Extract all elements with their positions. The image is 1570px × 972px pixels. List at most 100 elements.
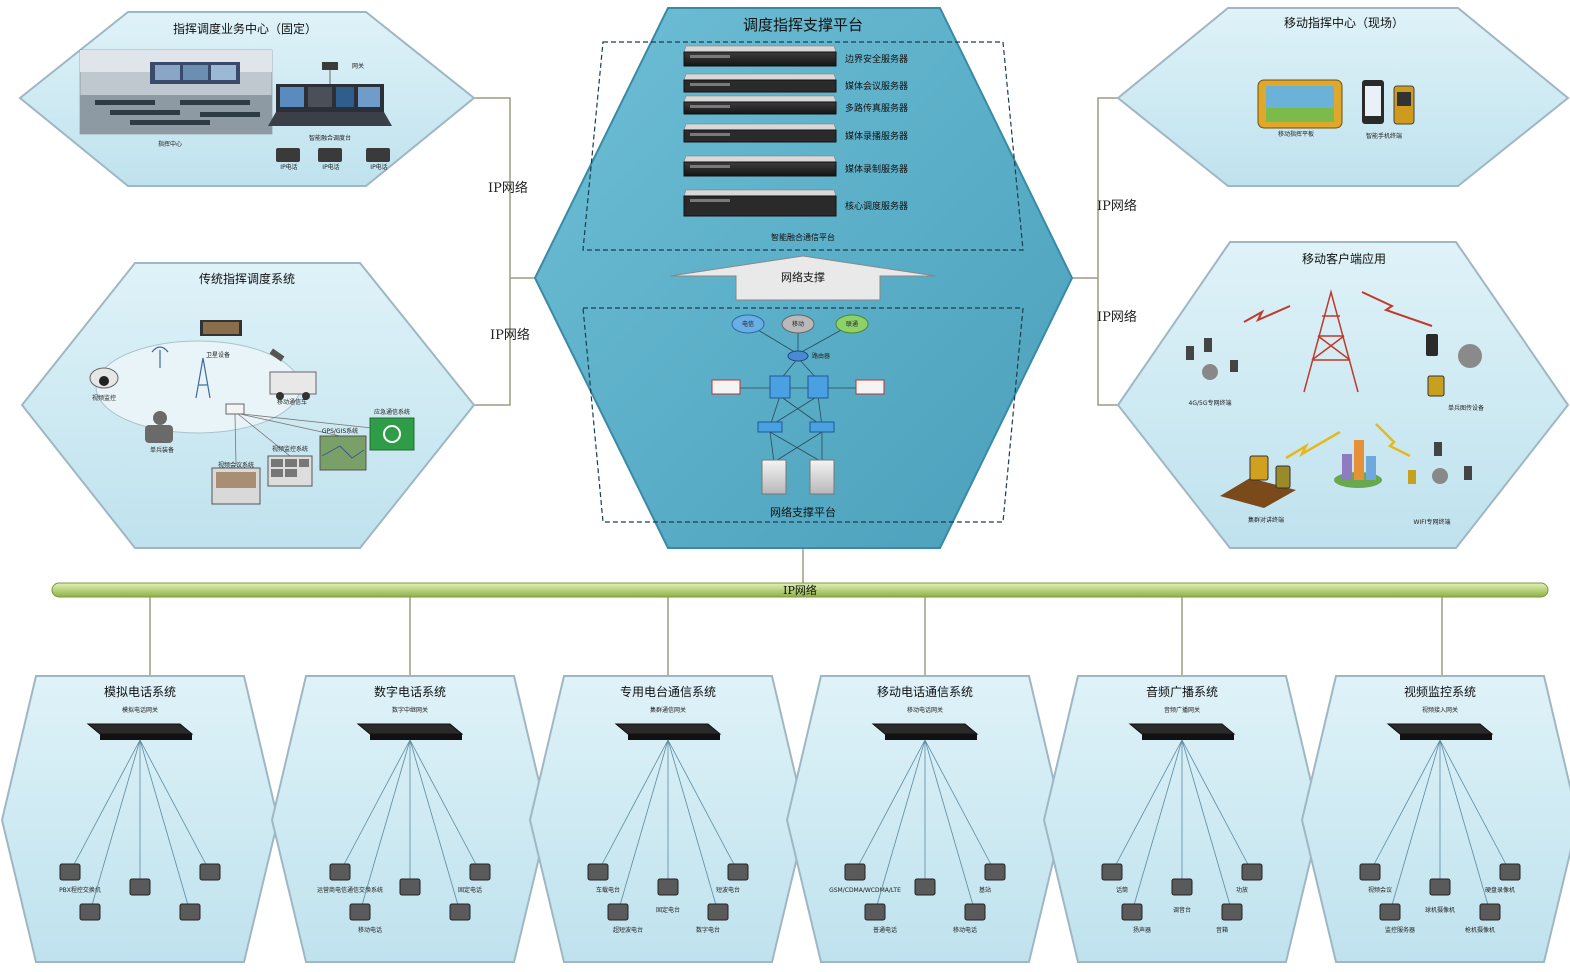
wifi-terminal-icon — [1408, 442, 1472, 484]
network-platform-label: 网络支撑平台 — [770, 505, 836, 519]
truck-icon — [269, 371, 317, 400]
mobile-client-label-2: 集群对讲终端 — [1248, 516, 1284, 524]
server-label-1: 媒体会议服务器 — [845, 80, 908, 92]
soldier-icon — [145, 411, 173, 443]
trad-label-7: 应急通信系统 — [374, 408, 410, 416]
device-fanout — [1369, 739, 1511, 913]
bottom-5-label-2: 硬盘录像机 — [1485, 886, 1515, 894]
fixed-center-title: 指挥调度业务中心（固定） — [173, 21, 317, 36]
server-label-4: 媒体录制服务器 — [845, 163, 908, 175]
bottom-4-label-2: 功放 — [1236, 886, 1248, 894]
ip-network-label-tl1: IP网络 — [488, 180, 528, 196]
server-unit-4 — [683, 155, 837, 177]
bottom-1-label-2: 固定电话 — [458, 886, 482, 894]
radio-tower-icon — [1303, 289, 1359, 393]
gateway-device-icon — [86, 723, 194, 740]
ip-phone-icon — [276, 148, 390, 162]
video-wall-icon — [267, 455, 313, 487]
city-buildings-icon — [1334, 440, 1382, 488]
fixed-label-2: 网关 — [352, 62, 364, 70]
hex-fixed-center: 指挥调度业务中心（固定） 指挥中心 — [18, 11, 476, 187]
bottom-4-label-4: 音箱 — [1216, 926, 1228, 934]
trad-label-5: GPS/GIS系统 — [322, 427, 358, 435]
hex-bottom-5: 视频监控系统视频接入网关视频会议硬盘录像机监控服务器枪机摄像机球机摄像机 — [1300, 597, 1570, 963]
bottom-2-label-1: 车载电台 — [596, 886, 620, 894]
server-unit-3 — [683, 123, 837, 143]
bottom-title-4: 音频广播系统 — [1146, 684, 1218, 699]
trad-label-3: 移动通信车 — [277, 398, 307, 406]
server-label-3: 媒体录播服务器 — [845, 130, 908, 142]
tablet-icon — [1257, 79, 1343, 129]
fixed-label-3: IP电话 — [280, 163, 297, 171]
bottom-5-label-0: 视频接入网关 — [1422, 706, 1458, 714]
terminal-device-icon — [1101, 863, 1263, 921]
support-arrow-label: 网络支撑 — [781, 270, 825, 284]
gateway-icon — [322, 62, 338, 84]
walkie-talkie-group-icon — [1220, 455, 1296, 508]
hex-center-platform: 调度指挥支撑平台 边界安全服务器媒体会议服务器多路传真服务器媒体录播服务器媒体录… — [533, 7, 1074, 549]
terminal-group-icon — [1186, 338, 1238, 380]
mobile-client-label-1: 单兵图传设备 — [1448, 404, 1484, 412]
device-fanout — [69, 739, 211, 913]
terminal-device-icon — [329, 863, 491, 921]
gis-map-icon — [319, 435, 367, 471]
bottom-2-label-5: 固定电台 — [656, 906, 680, 914]
bottom-2-label-4: 数字电台 — [696, 926, 720, 934]
device-fanout — [339, 739, 481, 913]
signal-bolt-yellow-icon — [1285, 423, 1411, 460]
hex-bottom-4: 音频广播系统音频广播网关话筒功放扬声器音箱调音台 — [1042, 597, 1322, 963]
traditional-title: 传统指挥调度系统 — [199, 271, 295, 286]
emergency-system-icon — [369, 417, 415, 451]
server-unit-5 — [683, 189, 837, 217]
hex-traditional: 传统指挥调度系统 视频监控 卫星设备 单兵装备 — [20, 262, 476, 549]
bottom-5-label-3: 监控服务器 — [1385, 926, 1415, 934]
ip-network-label-tr2: IP网络 — [1097, 309, 1137, 325]
bottom-3-label-0: 移动电话网关 — [907, 706, 943, 714]
gateway-device-icon — [1128, 723, 1236, 740]
hex-bottom-2: 专用电台通信系统集群通信网关车载电台短波电台超短波电台数字电台固定电台 — [528, 597, 808, 963]
bottom-1-label-1: 运营商电信通信交换系统 — [317, 886, 383, 894]
ip-network-label-tl2: IP网络 — [490, 327, 530, 343]
bottom-5-label-5: 球机摄像机 — [1425, 906, 1455, 914]
gateway-device-icon — [1386, 723, 1494, 740]
signal-bolt-icon — [1243, 291, 1433, 327]
device-fanout — [597, 739, 739, 913]
dispatch-console-icon — [268, 84, 392, 126]
bottom-3-label-2: 基站 — [979, 886, 991, 894]
firewall-icon — [711, 379, 885, 395]
fusion-platform-label: 智能融合通信平台 — [771, 232, 835, 242]
antenna-icon — [151, 346, 169, 368]
monitor-screen-icon — [200, 320, 242, 336]
mobile-center-label-0: 移动指挥平板 — [1278, 130, 1314, 138]
mobile-client-title: 移动客户端应用 — [1302, 251, 1386, 266]
gateway-device-icon — [614, 723, 722, 740]
command-center-photo — [79, 49, 273, 135]
server-tower-icon — [761, 459, 835, 495]
trad-label-0: 视频监控 — [92, 394, 116, 402]
server-label-2: 多路传真服务器 — [845, 102, 908, 114]
access-switch-icon — [757, 421, 835, 433]
top-connectors — [474, 97, 1118, 585]
cloud-label-1: 移动 — [792, 320, 804, 328]
trad-label-4: 视频会议系统 — [218, 461, 254, 469]
cloud-unicom-icon — [835, 314, 869, 334]
hex-mobile-client: 移动客户端应用 4G/5G专网终端 单兵图传设 — [1116, 241, 1570, 549]
network-support-arrow: 网络支撑 — [669, 255, 937, 301]
tower-icon — [195, 357, 211, 399]
hex-bottom-1: 数字电话系统数字中继网关运营商电信通信交换系统固定电话移动电话 — [270, 597, 550, 963]
body-camera-icon — [1426, 334, 1482, 397]
fixed-label-1: 智能融合调度台 — [309, 134, 351, 142]
bottom-4-label-5: 调音台 — [1173, 906, 1191, 914]
router-icon — [787, 350, 809, 362]
bottom-4-label-1: 话筒 — [1116, 886, 1128, 894]
bottom-4-label-0: 音频广播网关 — [1164, 706, 1200, 714]
gateway-device-icon — [871, 723, 979, 740]
cloud-telecom-icon — [731, 314, 765, 334]
ip-bus-label: IP网络 — [783, 583, 817, 597]
router-label: 路由器 — [812, 352, 830, 360]
server-unit-2 — [683, 95, 837, 115]
bottom-5-label-4: 枪机摄像机 — [1465, 926, 1495, 934]
server-label-5: 核心调度服务器 — [845, 200, 908, 212]
